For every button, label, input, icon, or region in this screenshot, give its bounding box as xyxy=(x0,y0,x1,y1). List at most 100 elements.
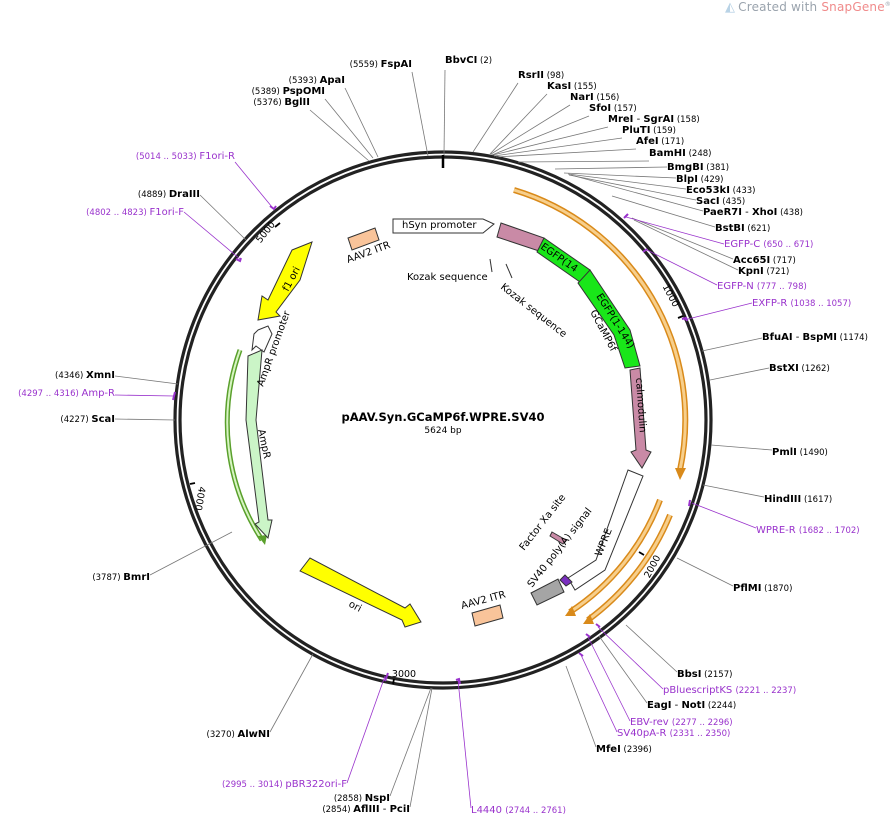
site-position: (98) xyxy=(544,71,564,81)
restriction-site-label[interactable]: SfoI (157) xyxy=(589,103,637,114)
leader-lines xyxy=(114,69,773,809)
snapgene-watermark: ◭Created with SnapGene® xyxy=(725,0,891,15)
site-leader-line xyxy=(199,194,247,241)
restriction-site-label[interactable]: KasI (155) xyxy=(547,81,597,92)
site-position: (171) xyxy=(659,137,685,147)
restriction-site-label[interactable]: (3270) AlwNI xyxy=(207,729,270,740)
restriction-site-label[interactable]: (5393) ApaI xyxy=(289,75,345,86)
restriction-site-label[interactable]: PluTI (159) xyxy=(622,125,676,136)
site-leader-line xyxy=(702,484,765,498)
restriction-site-label[interactable]: Eco53kI (433) xyxy=(686,185,755,196)
site-leader-line xyxy=(567,173,687,190)
primer-markers xyxy=(172,205,691,685)
restriction-site-label[interactable]: (5389) PspOMI xyxy=(252,86,325,97)
primer-label[interactable]: SV40pA-R (2331 .. 2350) xyxy=(617,728,730,739)
site-leader-line xyxy=(563,172,677,179)
restriction-site-label[interactable]: BmgBI (381) xyxy=(667,162,729,173)
restriction-site-label[interactable]: BstXI (1262) xyxy=(769,363,830,374)
primer-name: pBluescriptKS xyxy=(663,685,735,696)
site-position: (155) xyxy=(571,82,597,92)
site-name-separator: - xyxy=(742,207,752,218)
restriction-site-label[interactable]: HindIII (1617) xyxy=(764,494,832,505)
restriction-site-label[interactable]: BfuAI - BspMI (1174) xyxy=(762,332,868,343)
primer-name: Amp-R xyxy=(82,388,116,399)
site-name: XmnI xyxy=(86,370,115,381)
site-leader-line xyxy=(625,624,678,673)
feature-ampr xyxy=(245,349,273,540)
site-name: ApaI xyxy=(320,75,345,86)
site-leader-line xyxy=(710,444,773,451)
primer-label[interactable]: WPRE-R (1682 .. 1702) xyxy=(756,525,860,536)
restriction-site-label[interactable]: MfeI (2396) xyxy=(596,744,652,755)
tick-label: 4000 xyxy=(192,486,207,512)
restriction-site-label[interactable]: PmlI (1490) xyxy=(772,447,828,458)
watermark-brand: SnapGene xyxy=(821,0,885,14)
primer-leader-line xyxy=(234,161,273,208)
restriction-site-label[interactable]: BbvCI (2) xyxy=(445,55,492,66)
site-position: (721) xyxy=(764,267,790,277)
restriction-site-label[interactable]: PaeR7I - XhoI (438) xyxy=(703,207,803,218)
site-leader-line xyxy=(492,126,609,156)
site-leader-line xyxy=(491,115,590,156)
restriction-site-label[interactable]: BstBI (621) xyxy=(715,223,770,234)
restriction-site-label[interactable]: (2854) AflIII - PciI xyxy=(322,804,410,815)
primer-name: EXFP-R xyxy=(752,298,790,309)
site-position: (156) xyxy=(594,93,620,103)
restriction-site-label[interactable]: KpnI (721) xyxy=(738,266,789,277)
primer-label[interactable]: pBluescriptKS (2221 .. 2237) xyxy=(663,685,796,696)
restriction-site-label[interactable]: BlpI (429) xyxy=(676,174,724,185)
primer-label[interactable]: EXFP-R (1038 .. 1057) xyxy=(752,298,851,309)
restriction-site-label[interactable]: Acc65I (717) xyxy=(733,255,796,266)
site-leader-line xyxy=(493,137,623,157)
site-name: KpnI xyxy=(738,266,764,277)
feature-ori xyxy=(299,557,422,628)
restriction-site-label[interactable]: NarI (156) xyxy=(570,92,619,103)
site-name: BbvCI xyxy=(445,55,477,66)
restriction-site-label[interactable]: (5376) BglII xyxy=(253,97,310,108)
primer-label[interactable]: EBV-rev (2277 .. 2296) xyxy=(630,717,733,728)
restriction-site-label[interactable]: SacI (435) xyxy=(696,196,745,207)
restriction-site-label[interactable]: (4889) DraIII xyxy=(138,189,200,200)
restriction-site-label[interactable]: (3787) BmrI xyxy=(92,572,150,583)
watermark-mark: ® xyxy=(884,1,891,8)
primer-leader-line xyxy=(457,679,472,809)
site-position: (2396) xyxy=(621,745,652,755)
orf-arc-outer-fill xyxy=(513,188,687,471)
primer-label[interactable]: L4440 (2744 .. 2761) xyxy=(471,805,566,816)
restriction-site-label[interactable]: RsrII (98) xyxy=(518,70,564,81)
restriction-site-label[interactable]: (4346) XmnI xyxy=(55,370,115,381)
site-leader-line xyxy=(443,69,446,156)
restriction-site-label[interactable]: BamHI (248) xyxy=(649,148,711,159)
primer-marker-egfp-n xyxy=(642,248,648,253)
restriction-site-label[interactable]: (5559) FspAI xyxy=(350,59,412,70)
site-name: KasI xyxy=(547,81,571,92)
site-position: (433) xyxy=(730,186,756,196)
feature-factor-xa xyxy=(549,531,567,545)
restriction-site-label[interactable]: (4227) ScaI xyxy=(60,414,115,425)
primer-label[interactable]: EGFP-N (777 .. 798) xyxy=(717,281,807,292)
site-leader-line xyxy=(269,653,314,733)
site-position: (158) xyxy=(674,115,700,125)
primer-label[interactable]: EGFP-C (650 .. 671) xyxy=(724,239,813,250)
feature-f1-ori xyxy=(257,241,313,321)
kozak-mark-2 xyxy=(505,263,513,279)
site-leader-line xyxy=(565,665,597,748)
primer-label[interactable]: (2995 .. 3014) pBR322ori-F xyxy=(222,779,347,790)
tick-marks xyxy=(189,222,684,685)
restriction-site-label[interactable]: PflMI (1870) xyxy=(733,583,792,594)
restriction-site-label[interactable]: EagI - NotI (2244) xyxy=(647,700,736,711)
orf-arc-outer-arrowhead xyxy=(675,468,686,480)
kozak-mark-1 xyxy=(489,258,493,273)
feature-shapes xyxy=(245,218,652,628)
primer-label[interactable]: (4297 .. 4316) Amp-R xyxy=(18,388,115,399)
restriction-site-label[interactable]: (2858) NspI xyxy=(334,793,390,804)
primer-label[interactable]: (4802 .. 4823) F1ori-F xyxy=(86,207,184,218)
primer-label[interactable]: (5014 .. 5033) F1ori-R xyxy=(136,151,235,162)
restriction-site-label[interactable]: BbsI (2157) xyxy=(677,669,732,680)
site-name: BfuAI xyxy=(762,332,793,343)
site-leader-line xyxy=(709,367,770,381)
site-leader-line xyxy=(411,71,429,157)
restriction-site-label[interactable]: AfeI (171) xyxy=(636,136,684,147)
restriction-site-label[interactable]: MreI - SgrAI (158) xyxy=(608,114,700,125)
primer-leader-line xyxy=(114,394,175,397)
